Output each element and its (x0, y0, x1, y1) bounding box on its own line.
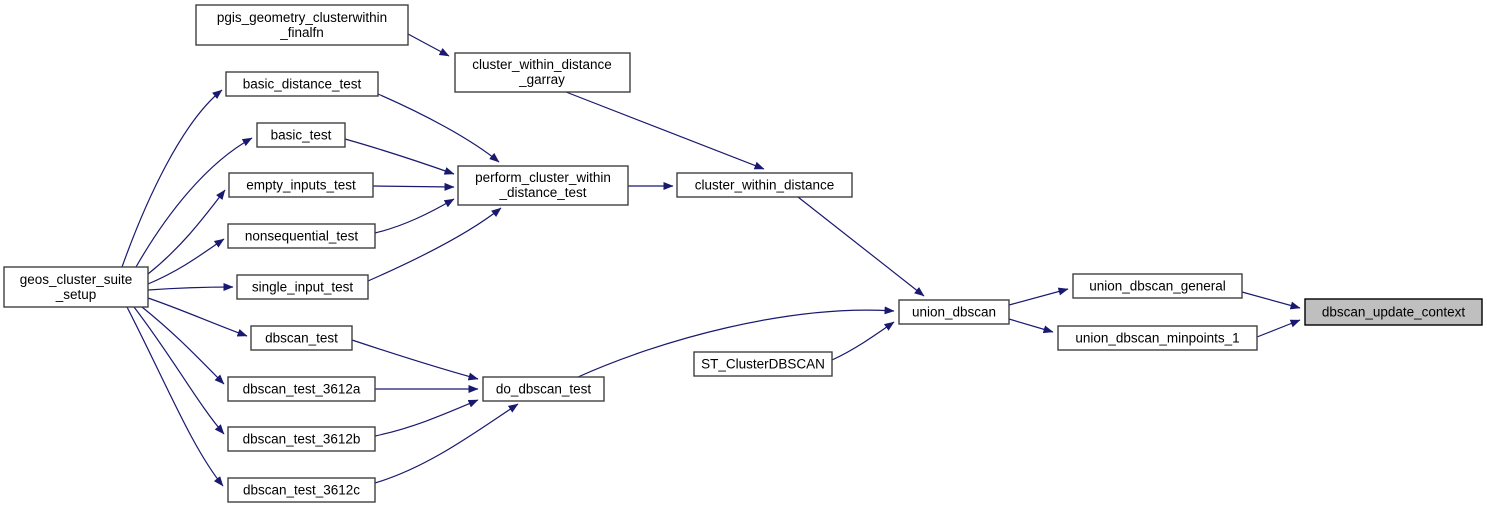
node-box (227, 477, 376, 503)
node-label: nonsequential_test (245, 229, 359, 244)
edge-basic_test--perform_cluster_within_distance_test (344, 138, 455, 175)
edge-geos_cluster_suite_setup--dbscan_test_3612c (126, 306, 224, 487)
edge-cluster_within_distance--union_dbscan (797, 196, 925, 297)
node-box (898, 299, 1010, 325)
node-cluster_within_distance_garray[interactable]: cluster_within_distance _garray (454, 52, 631, 93)
node-label: geos_cluster_suite (20, 272, 133, 287)
node-do_dbscan_test[interactable]: do_dbscan_test (482, 376, 605, 402)
node-ST_ClusterDBSCAN[interactable]: ST_ClusterDBSCAN (693, 351, 833, 377)
node-box (195, 4, 409, 46)
node-box (227, 223, 376, 249)
node-dbscan_test[interactable]: dbscan_test (250, 325, 353, 351)
edge-pgis_geometry_clusterwithin_finalfn--cluster_within_distance_garray (407, 33, 450, 57)
node-union_dbscan[interactable]: union_dbscan (898, 299, 1010, 325)
node-box (3, 266, 149, 308)
node-box (1057, 325, 1258, 351)
node-label: dbscan_test (265, 331, 338, 346)
edge-geos_cluster_suite_setup--empty_inputs_test (147, 189, 226, 275)
edge-union_dbscan_minpoints_1--dbscan_update_context (1256, 319, 1301, 338)
node-dbscan_update_context: dbscan_update_context (1304, 298, 1483, 326)
edge-geos_cluster_suite_setup--basic_distance_test (121, 89, 223, 268)
node-box (482, 376, 605, 402)
node-label: _finalfn (279, 25, 324, 40)
node-label: union_dbscan (912, 305, 996, 320)
node-box (227, 376, 376, 402)
node-geos_cluster_suite_setup[interactable]: geos_cluster_suite _setup (3, 266, 149, 308)
edge-cluster_within_distance_garray--cluster_within_distance (565, 91, 765, 170)
node-dbscan_test_3612b[interactable]: dbscan_test_3612b (227, 426, 376, 452)
edge-dbscan_test--do_dbscan_test (351, 339, 479, 381)
edge-geos_cluster_suite_setup--dbscan_test (147, 297, 248, 337)
edge-ST_ClusterDBSCAN--union_dbscan (831, 321, 895, 361)
node-label: dbscan_test_3612c (243, 483, 360, 498)
edge-union_dbscan_general--dbscan_update_context (1241, 291, 1301, 310)
node-label: single_input_test (252, 280, 354, 295)
node-label: _setup (55, 287, 97, 302)
node-label: union_dbscan_general (1089, 279, 1226, 294)
edge-geos_cluster_suite_setup--nonsequential_test (147, 238, 225, 285)
node-label: _distance_test (498, 185, 586, 200)
node-label: cluster_within_distance (472, 57, 612, 72)
node-box (1304, 298, 1483, 326)
node-label: basic_distance_test (243, 77, 362, 92)
edge-dbscan_test_3612b--do_dbscan_test (374, 399, 479, 437)
node-label: dbscan_test_3612b (243, 432, 361, 447)
edge-do_dbscan_test--union_dbscan (577, 306, 895, 378)
node-label: perform_cluster_within (475, 170, 611, 185)
node-label: pgis_geometry_clusterwithin (217, 10, 387, 25)
node-label: basic_test (271, 128, 332, 143)
node-dbscan_test_3612c[interactable]: dbscan_test_3612c (227, 477, 376, 503)
node-box (250, 325, 353, 351)
edge-dbscan_test_3612c--do_dbscan_test (374, 403, 519, 484)
node-label: ST_ClusterDBSCAN (701, 357, 825, 372)
node-dbscan_test_3612a[interactable]: dbscan_test_3612a (227, 376, 376, 402)
node-empty_inputs_test[interactable]: empty_inputs_test (228, 172, 374, 198)
node-label: dbscan_update_context (1322, 305, 1466, 320)
node-box (225, 71, 379, 97)
node-basic_distance_test[interactable]: basic_distance_test (225, 71, 379, 97)
edge-geos_cluster_suite_setup--basic_test (135, 137, 253, 268)
edge-union_dbscan--union_dbscan_minpoints_1 (1008, 318, 1054, 334)
node-label: _garray (518, 72, 565, 87)
edge-geos_cluster_suite_setup--dbscan_test_3612a (141, 306, 225, 385)
node-box (227, 426, 376, 452)
node-label: cluster_within_distance (695, 178, 835, 193)
node-union_dbscan_minpoints_1[interactable]: union_dbscan_minpoints_1 (1057, 325, 1258, 351)
edge-nonsequential_test--perform_cluster_within_distance_test (374, 198, 455, 234)
nodes-layer: pgis_geometry_clusterwithin _finalfn clu… (3, 4, 1483, 503)
node-label: do_dbscan_test (496, 382, 592, 397)
edge-geos_cluster_suite_setup--single_input_test (147, 283, 234, 292)
edge-empty_inputs_test--perform_cluster_within_distance_test (372, 182, 455, 191)
edge-single_input_test--perform_cluster_within_distance_test (367, 207, 502, 282)
node-box (256, 122, 346, 148)
node-box (454, 52, 631, 93)
node-perform_cluster_within_distance_test[interactable]: perform_cluster_within _distance_test (457, 165, 629, 206)
edges-layer (121, 33, 1301, 487)
node-basic_test[interactable]: basic_test (256, 122, 346, 148)
node-label: union_dbscan_minpoints_1 (1075, 331, 1239, 346)
node-label: dbscan_test_3612a (243, 382, 361, 397)
node-box (693, 351, 833, 377)
node-box (676, 172, 853, 198)
node-box (228, 172, 374, 198)
node-box (457, 165, 629, 206)
node-box (1072, 273, 1243, 299)
node-cluster_within_distance[interactable]: cluster_within_distance (676, 172, 853, 198)
edge-basic_distance_test--perform_cluster_within_distance_test (377, 93, 500, 163)
edge-union_dbscan--union_dbscan_general (1008, 287, 1069, 306)
node-box (236, 274, 369, 300)
node-label: empty_inputs_test (246, 178, 356, 193)
node-single_input_test[interactable]: single_input_test (236, 274, 369, 300)
edge-geos_cluster_suite_setup--dbscan_test_3612b (133, 306, 225, 435)
node-nonsequential_test[interactable]: nonsequential_test (227, 223, 376, 249)
node-pgis_geometry_clusterwithin_finalfn[interactable]: pgis_geometry_clusterwithin _finalfn (195, 4, 409, 46)
node-union_dbscan_general[interactable]: union_dbscan_general (1072, 273, 1243, 299)
